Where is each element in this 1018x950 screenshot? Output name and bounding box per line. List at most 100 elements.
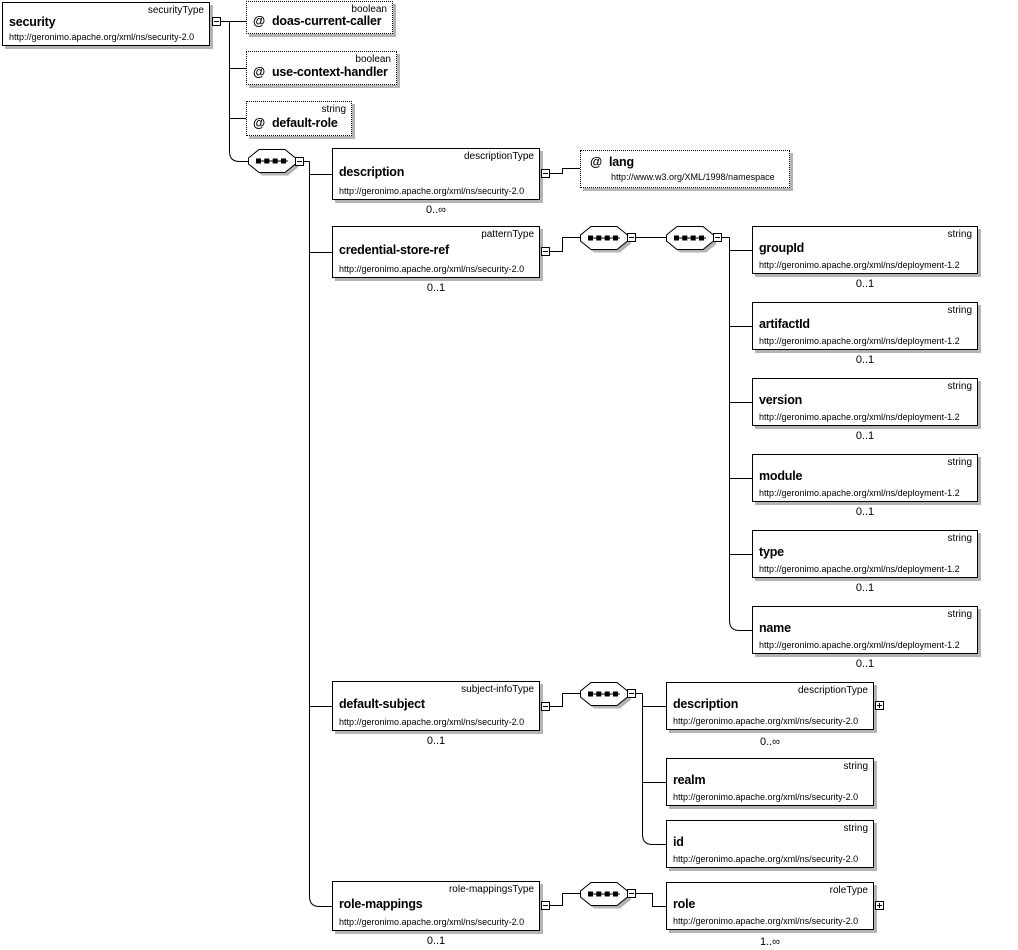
sequence-indicator[interactable]: [580, 882, 631, 909]
type-label: descriptionType: [463, 151, 534, 162]
element-id[interactable]: string id http://geronimo.apache.org/xml…: [666, 820, 874, 868]
occurrence-label: 0..1: [855, 430, 875, 442]
sequence-icon: [588, 691, 620, 697]
collapse-icon[interactable]: [295, 157, 304, 166]
collapse-icon[interactable]: [541, 247, 550, 256]
attribute-lang[interactable]: @lang http://www.w3.org/XML/1998/namespa…: [580, 150, 790, 188]
collapse-icon[interactable]: [541, 901, 550, 910]
attribute-use-context-handler[interactable]: boolean @use-context-handler: [246, 51, 397, 85]
element-name: id: [673, 835, 684, 849]
attribute-default-role[interactable]: string @default-role: [246, 101, 352, 136]
attribute-marker: @: [253, 116, 265, 130]
collapse-icon[interactable]: [627, 889, 636, 898]
type-label: string: [947, 457, 972, 468]
type-label: string: [947, 533, 972, 544]
occurrence-label: 0..1: [855, 354, 875, 366]
occurrence-label: 1..∞: [759, 936, 781, 948]
occurrence-label: 0..1: [855, 278, 875, 290]
collapse-icon[interactable]: [627, 689, 636, 698]
namespace-url: http://geronimo.apache.org/xml/ns/securi…: [339, 917, 525, 927]
element-type[interactable]: string type http://geronimo.apache.org/x…: [752, 530, 978, 578]
type-label: roleType: [829, 885, 868, 896]
type-label: securityType: [147, 5, 204, 16]
namespace-url: http://geronimo.apache.org/xml/ns/securi…: [673, 792, 859, 802]
element-name: realm: [673, 773, 706, 787]
sequence-icon: [588, 235, 620, 241]
sequence-indicator[interactable]: [248, 149, 299, 176]
collapse-icon[interactable]: [541, 702, 550, 711]
occurrence-label: 0..1: [426, 735, 446, 747]
type-label: boolean: [355, 54, 391, 65]
namespace-url: http://geronimo.apache.org/xml/ns/securi…: [673, 854, 859, 864]
element-module[interactable]: string module http://geronimo.apache.org…: [752, 454, 978, 502]
occurrence-label: 0..∞: [759, 736, 781, 748]
collapse-icon[interactable]: [713, 233, 722, 242]
type-label: string: [321, 104, 346, 115]
attribute-name: @lang: [590, 155, 634, 169]
element-name[interactable]: string name http://geronimo.apache.org/x…: [752, 606, 978, 654]
element-name: groupId: [759, 241, 805, 255]
element-name: role: [673, 897, 696, 911]
namespace-url: http://geronimo.apache.org/xml/ns/securi…: [339, 717, 525, 727]
element-name: description: [673, 697, 739, 711]
namespace-url: http://geronimo.apache.org/xml/ns/deploy…: [759, 640, 960, 650]
element-name: credential-store-ref: [339, 243, 449, 257]
element-artifactId[interactable]: string artifactId http://geronimo.apache…: [752, 302, 978, 350]
element-credential-store-ref[interactable]: patternType credential-store-ref http://…: [332, 226, 540, 278]
attribute-marker: @: [253, 65, 265, 79]
sequence-icon: [674, 235, 706, 241]
element-default-subject[interactable]: subject-infoType default-subject http://…: [332, 681, 540, 731]
occurrence-label: 0..1: [855, 506, 875, 518]
collapse-icon[interactable]: [627, 233, 636, 242]
namespace-url: http://geronimo.apache.org/xml/ns/deploy…: [759, 564, 960, 574]
attribute-name: @use-context-handler: [253, 65, 388, 79]
occurrence-label: 0..1: [426, 282, 446, 294]
namespace-url: http://geronimo.apache.org/xml/ns/deploy…: [759, 412, 960, 422]
attribute-name: @doas-current-caller: [253, 14, 382, 28]
namespace-url: http://geronimo.apache.org/xml/ns/securi…: [673, 716, 859, 726]
type-label: string: [843, 823, 868, 834]
element-realm[interactable]: string realm http://geronimo.apache.org/…: [666, 758, 874, 806]
expand-icon[interactable]: [875, 901, 884, 910]
element-name: module: [759, 469, 803, 483]
namespace-url: http://geronimo.apache.org/xml/ns/securi…: [9, 32, 195, 42]
type-label: descriptionType: [797, 685, 868, 696]
element-name: version: [759, 393, 803, 407]
element-description[interactable]: descriptionType description http://geron…: [332, 148, 540, 200]
occurrence-label: 0..1: [855, 582, 875, 594]
element-role[interactable]: roleType role http://geronimo.apache.org…: [666, 882, 874, 930]
namespace-url: http://geronimo.apache.org/xml/ns/securi…: [673, 916, 859, 926]
element-name: default-subject: [339, 697, 425, 711]
type-label: role-mappingsType: [448, 884, 534, 895]
namespace-url: http://geronimo.apache.org/xml/ns/securi…: [339, 186, 525, 196]
sequence-icon: [256, 158, 288, 164]
element-groupId[interactable]: string groupId http://geronimo.apache.or…: [752, 226, 978, 274]
sequence-indicator[interactable]: [666, 226, 717, 253]
element-name: description: [339, 165, 405, 179]
element-version[interactable]: string version http://geronimo.apache.or…: [752, 378, 978, 426]
element-description-2[interactable]: descriptionType description http://geron…: [666, 682, 874, 730]
element-role-mappings[interactable]: role-mappingsType role-mappings http://g…: [332, 881, 540, 931]
sequence-indicator[interactable]: [580, 682, 631, 709]
type-label: string: [947, 305, 972, 316]
element-security[interactable]: securityType security http://geronimo.ap…: [2, 2, 210, 46]
type-label: patternType: [481, 229, 534, 240]
namespace-url: http://geronimo.apache.org/xml/ns/securi…: [339, 264, 525, 274]
element-name: type: [759, 545, 784, 559]
attribute-marker: @: [253, 14, 265, 28]
sequence-indicator[interactable]: [580, 226, 631, 253]
element-name: security: [9, 15, 56, 29]
namespace-url: http://geronimo.apache.org/xml/ns/deploy…: [759, 336, 960, 346]
type-label: string: [947, 609, 972, 620]
attribute-doas-current-caller[interactable]: boolean @doas-current-caller: [246, 1, 393, 34]
occurrence-label: 0..1: [855, 658, 875, 670]
expand-icon[interactable]: [875, 701, 884, 710]
collapse-icon[interactable]: [212, 17, 221, 26]
element-name: role-mappings: [339, 897, 423, 911]
element-name: artifactId: [759, 317, 810, 331]
type-label: subject-infoType: [461, 684, 534, 695]
element-name: name: [759, 621, 791, 635]
collapse-icon[interactable]: [541, 169, 550, 178]
